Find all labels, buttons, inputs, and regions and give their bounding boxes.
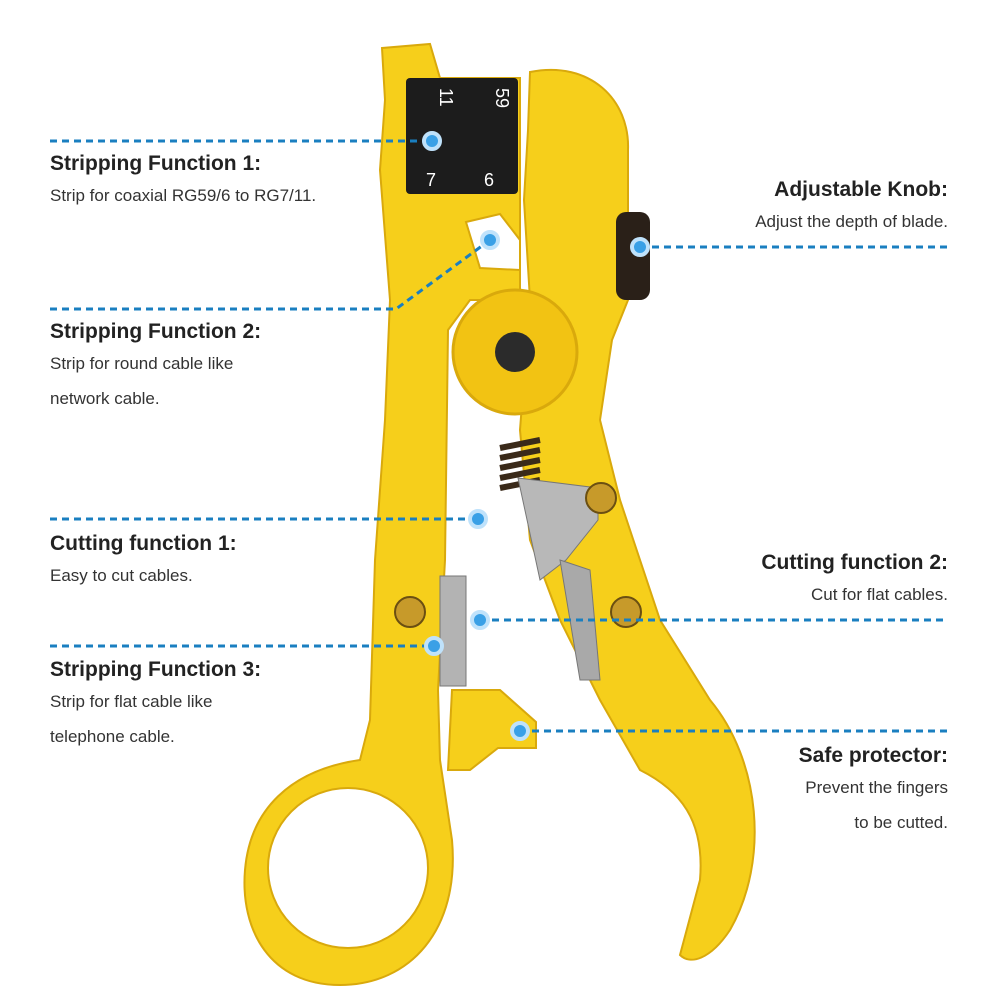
callout-text: Cut for flat cables.: [810, 585, 948, 604]
callout-stripping-function-3: Stripping Function 3: Strip for flat cab…: [50, 656, 261, 754]
callout-safe-protector: Safe protector: Prevent the fingers to b…: [799, 742, 948, 840]
right-handle: [518, 69, 756, 961]
callout-title: Cutting function 2:: [761, 551, 948, 574]
callout-title: Stripping Function 2:: [50, 320, 262, 343]
callout-text: telephone cable.: [50, 727, 175, 746]
safe-protector-tab: [446, 689, 537, 771]
callout-stripping-function-2: Stripping Function 2: Strip for round ca…: [50, 318, 261, 416]
gauge-label-11: 11: [436, 88, 456, 107]
marker-stripping-2: [480, 230, 500, 250]
finger-ring-hole: [267, 787, 429, 949]
spring: [499, 437, 541, 491]
adjustable-knob: [616, 212, 650, 300]
callout-text: Adjust the depth of blade.: [755, 212, 948, 231]
gauge-label-59: 59: [492, 88, 512, 108]
marker-knob: [630, 237, 650, 257]
screw-blade-upper: [585, 482, 617, 514]
callout-cutting-function-2: Cutting function 2: Cut for flat cables.: [761, 549, 948, 612]
screw-left-handle: [394, 596, 426, 628]
left-handle: [243, 42, 521, 987]
cutting-blade-upper: [517, 477, 599, 581]
callout-title: Adjustable Knob:: [774, 178, 948, 201]
callout-text: to be cutted.: [854, 813, 948, 832]
markers: [422, 131, 650, 741]
pivot-screw: [495, 332, 535, 372]
callout-stripping-function-1: Stripping Function 1: Strip for coaxial …: [50, 150, 316, 213]
leader-lines: [50, 139, 948, 733]
callout-text: network cable.: [50, 389, 160, 408]
flat-blade-left: [439, 575, 467, 687]
marker-safe-protector: [510, 721, 530, 741]
marker-stripping-1: [422, 131, 442, 151]
callout-title: Safe protector:: [798, 744, 948, 767]
callout-title: Cutting function 1:: [50, 532, 237, 555]
gauge-label-7: 7: [426, 170, 436, 190]
callout-adjustable-knob: Adjustable Knob: Adjust the depth of bla…: [755, 176, 948, 239]
gauge-label-6: 6: [484, 170, 494, 190]
callout-title: Stripping Function 3:: [50, 658, 262, 681]
marker-stripping-3: [424, 636, 444, 656]
callout-cutting-function-1: Cutting function 1: Easy to cut cables.: [50, 530, 237, 593]
screw-blade-lower: [610, 596, 642, 628]
callout-text: Strip for round cable like: [50, 354, 234, 373]
callout-title: Stripping Function 1:: [50, 152, 262, 175]
marker-cutting-2: [470, 610, 490, 630]
callout-text: Strip for flat cable like: [50, 692, 213, 711]
callout-text: Prevent the fingers: [805, 778, 948, 797]
marker-cutting-1: [468, 509, 488, 529]
callout-text: Easy to cut cables.: [50, 566, 193, 585]
coax-gauge-block: [406, 78, 518, 194]
callout-text: Strip for coaxial RG59/6 to RG7/11.: [50, 186, 317, 205]
leader-stripping-2: [50, 238, 491, 311]
